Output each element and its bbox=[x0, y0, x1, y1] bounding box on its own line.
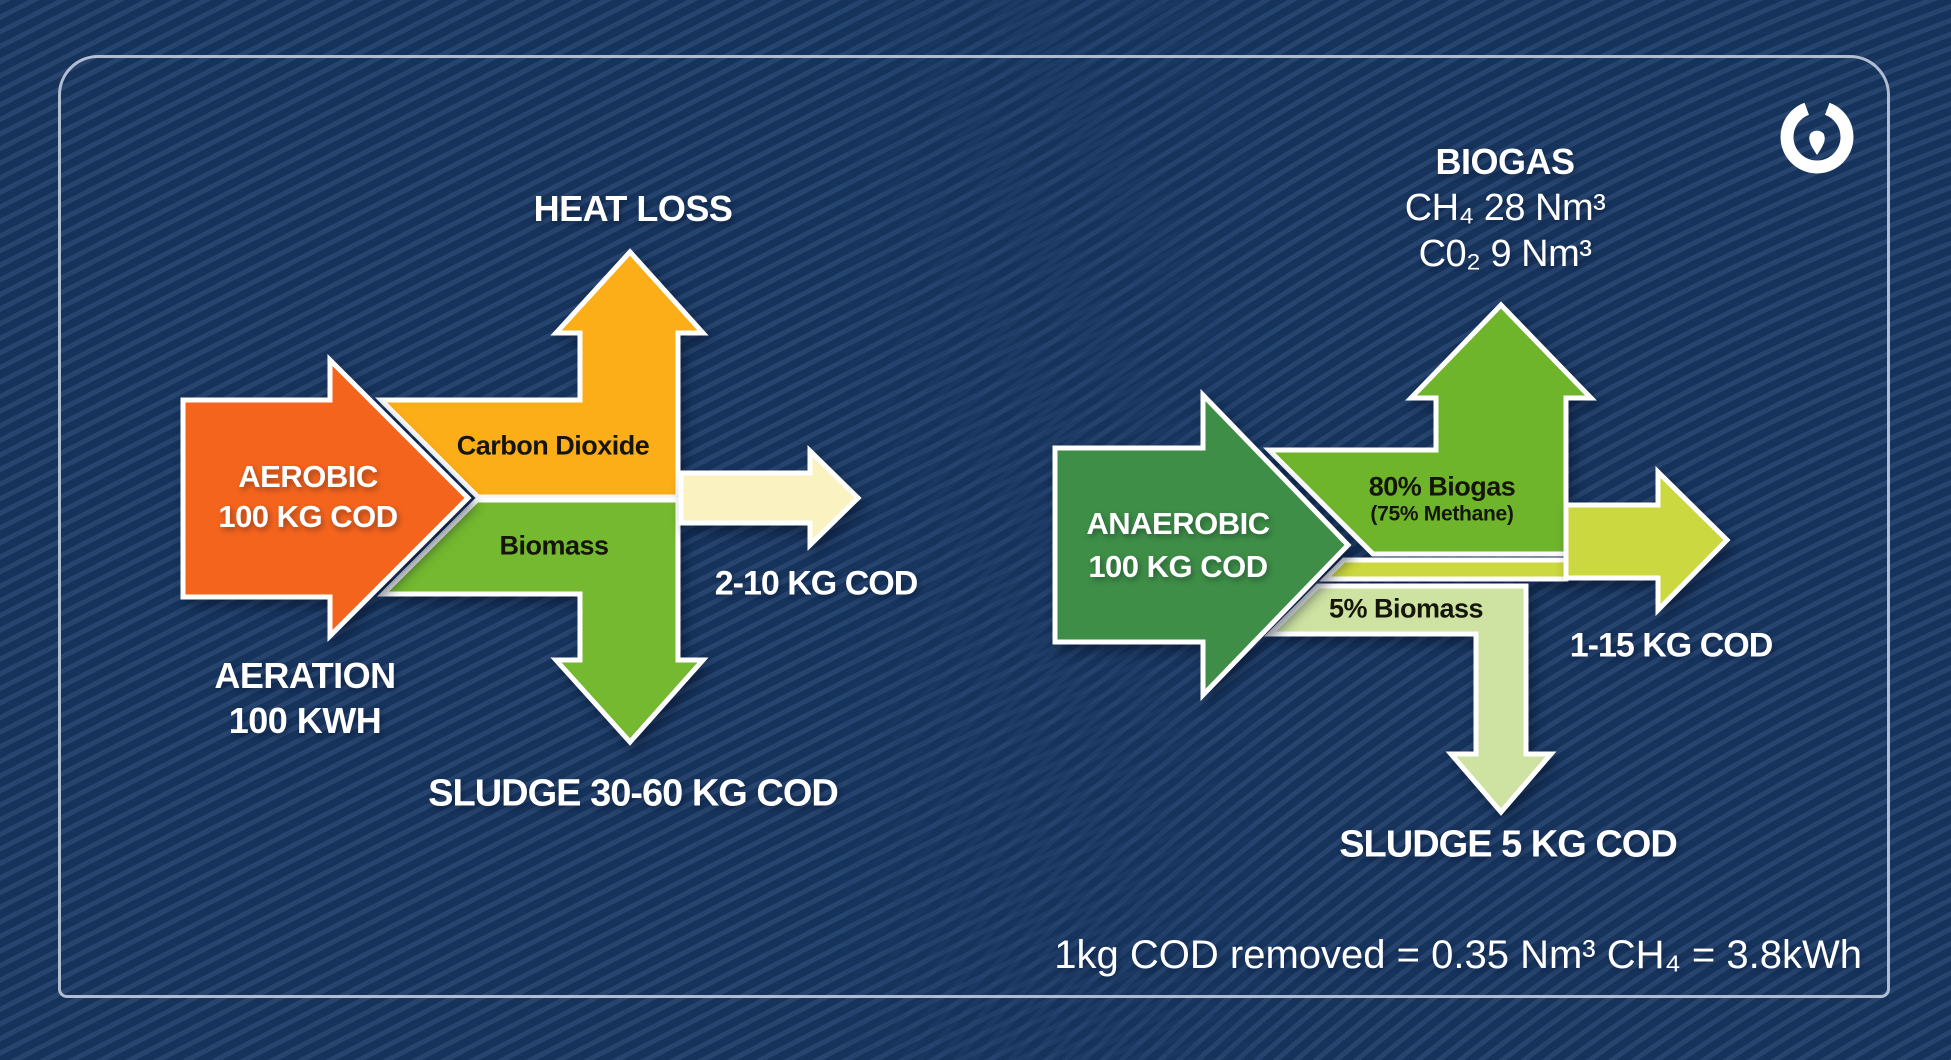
aerobic-input-label-line2: 100 KG COD bbox=[218, 499, 398, 534]
sludge-label-left: SLUDGE 30-60 KG COD bbox=[428, 772, 839, 815]
carbon-dioxide-band-label: Carbon Dioxide bbox=[456, 430, 650, 461]
anaerobic-input-label-line2: 100 KG COD bbox=[1088, 549, 1268, 584]
methane-sub-label: (75% Methane) bbox=[1370, 502, 1514, 526]
panel-border bbox=[58, 55, 1890, 998]
biogas-heading-block: BIOGAS CH₄ 28 Nm³ C0₂ 9 Nm³ bbox=[1405, 139, 1606, 277]
logo-droplet-icon bbox=[1809, 130, 1825, 155]
biogas-band-label: 80% Biogas bbox=[1368, 471, 1516, 502]
biogas-up-arrow-shape bbox=[1262, 301, 1597, 557]
aerobic-input-arrow-shape bbox=[180, 353, 472, 643]
aeration-energy-label: AERATION 100 KWH bbox=[214, 653, 396, 743]
heat-loss-label: HEAT LOSS bbox=[533, 188, 733, 229]
water-drop-ring-logo bbox=[1780, 102, 1854, 174]
biomass-band-label: Biomass bbox=[499, 530, 609, 561]
effluent-cod-label-left: 2-10 KG COD bbox=[714, 564, 918, 603]
conversion-formula-note: 1kg COD removed = 0.35 Nm³ CH₄ = 3.8kWh bbox=[1054, 933, 1862, 977]
anaerobic-input-label: ANAEROBIC 100 KG COD bbox=[1086, 502, 1270, 588]
effluent-arrow-left-shape bbox=[678, 445, 862, 551]
heat-loss-up-arrow-shape bbox=[374, 248, 709, 500]
effluent-band-right-shape bbox=[1318, 557, 1569, 582]
sludge-label-right: SLUDGE 5 KG COD bbox=[1339, 823, 1678, 866]
aerobic-input-label-line1: AEROBIC bbox=[238, 459, 378, 494]
biogas-co2-line: C0₂ 9 Nm³ bbox=[1418, 233, 1592, 275]
biogas-band-label-block: 80% Biogas (75% Methane) bbox=[1369, 472, 1516, 527]
sludge-down-arrow-right-shape bbox=[1263, 583, 1557, 816]
effluent-cod-label-right: 1-15 KG COD bbox=[1569, 626, 1773, 665]
biomass-down-arrow-shape bbox=[376, 497, 709, 746]
logo-ring bbox=[1780, 102, 1854, 174]
aeration-energy-label-line2: 100 KWH bbox=[228, 700, 382, 741]
biogas-title: BIOGAS bbox=[1435, 141, 1575, 182]
effluent-arrow-right-shape bbox=[1563, 466, 1731, 617]
aerobic-input-label: AEROBIC 100 KG COD bbox=[218, 457, 398, 537]
aeration-energy-label-line1: AERATION bbox=[214, 655, 396, 696]
biomass-band-label-right: 5% Biomass bbox=[1328, 593, 1484, 624]
anaerobic-input-arrow-shape bbox=[1052, 388, 1352, 702]
biogas-ch4-line: CH₄ 28 Nm³ bbox=[1404, 187, 1606, 229]
anaerobic-input-label-line1: ANAEROBIC bbox=[1086, 506, 1270, 541]
